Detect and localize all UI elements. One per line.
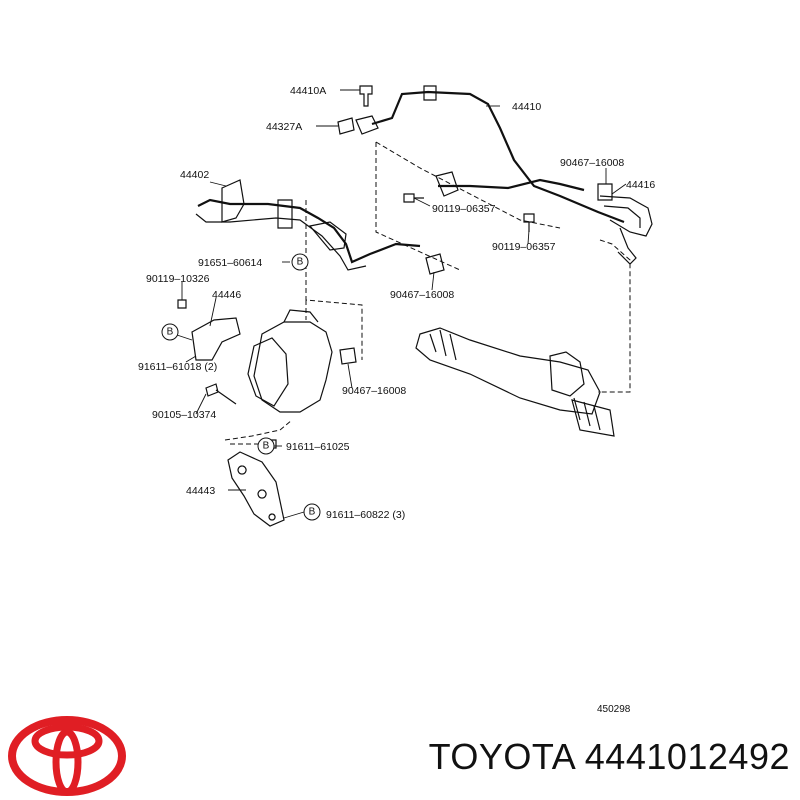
- bracket-44443-holes: [237, 465, 276, 521]
- pressure-hose: [371, 90, 625, 224]
- label-90119-06357-a: 90119–06357: [432, 203, 496, 215]
- pipe-right-drop: [617, 227, 637, 265]
- callout-b-61025: [257, 437, 275, 455]
- callout-b-60822: [303, 503, 321, 521]
- pump-reservoir: [283, 309, 319, 323]
- clamp-upper-right: [597, 183, 613, 201]
- bracket-44402: [221, 179, 245, 223]
- clamp-90467-mid: [425, 253, 445, 275]
- label-91611-60822: 91611–60822 (3): [326, 509, 405, 521]
- label-44327A: 44327A: [266, 121, 302, 133]
- power-steering-pump: [253, 321, 333, 413]
- toyota-logo-icon: [8, 716, 126, 796]
- callout-b-61025-letter: B: [263, 441, 270, 452]
- gear-right-end: [571, 399, 615, 437]
- label-90105-10374: 90105–10374: [152, 409, 216, 421]
- steering-boot: [429, 329, 601, 431]
- label-91651-60614: 91651–60614: [198, 257, 262, 269]
- brand-part-number: TOYOTA 4441012492: [428, 736, 790, 777]
- dashed-group-right: [598, 239, 631, 393]
- callout-b-91651-letter: B: [297, 257, 304, 268]
- bracket-44446: [191, 317, 241, 361]
- pipe-assembly-second: [195, 213, 367, 271]
- label-90119-10326: 90119–10326: [146, 273, 210, 285]
- label-90467-16008-top: 90467–16008: [560, 157, 624, 169]
- hose-feed: [308, 221, 347, 251]
- union-fitting: [355, 115, 379, 135]
- label-44410: 44410: [512, 101, 541, 113]
- label-44443: 44443: [186, 485, 215, 497]
- label-90467-16008-mid: 90467–16008: [390, 289, 454, 301]
- dashed-group-left: [305, 200, 363, 360]
- dashed-group-bottom: [224, 419, 293, 445]
- label-91611-61025: 91611–61025: [286, 441, 350, 453]
- return-line: [438, 178, 585, 192]
- bolt-90119-a: [403, 193, 424, 203]
- bolt-44410A: [359, 85, 373, 107]
- callout-b-91651: [291, 253, 309, 271]
- leader-lines: [173, 89, 627, 519]
- steering-valve: [549, 351, 585, 397]
- label-44446: 44446: [212, 289, 241, 301]
- callout-b-60822-letter: B: [309, 507, 316, 518]
- pipe-assembly: [197, 198, 421, 264]
- gasket-44327A: [337, 117, 355, 135]
- bolt-90105: [205, 383, 237, 405]
- pump-pulley: [247, 337, 289, 407]
- label-44410A: 44410A: [290, 85, 326, 97]
- pipe-clamp-left: [277, 199, 293, 229]
- clamp-90467-low: [339, 347, 357, 365]
- bracket-44443: [227, 451, 285, 527]
- label-44416: 44416: [626, 179, 655, 191]
- callout-b-44446: [161, 323, 179, 341]
- hose-fitting: [423, 85, 437, 101]
- return-hose-inner: [603, 205, 641, 228]
- label-91611-61018: 91611–61018 (2): [138, 361, 217, 373]
- clamp-middle: [435, 171, 459, 197]
- label-90119-06357-b: 90119–06357: [492, 241, 556, 253]
- label-44402: 44402: [180, 169, 209, 181]
- steering-gear-housing: [415, 327, 601, 415]
- bolt-90119-10326: [177, 299, 187, 309]
- dashed-group-upper: [375, 141, 561, 271]
- diagram-code: 450298: [597, 704, 631, 715]
- label-90467-16008-low: 90467–16008: [342, 385, 406, 397]
- return-hose: [599, 195, 653, 237]
- callout-b-44446-letter: B: [167, 327, 174, 338]
